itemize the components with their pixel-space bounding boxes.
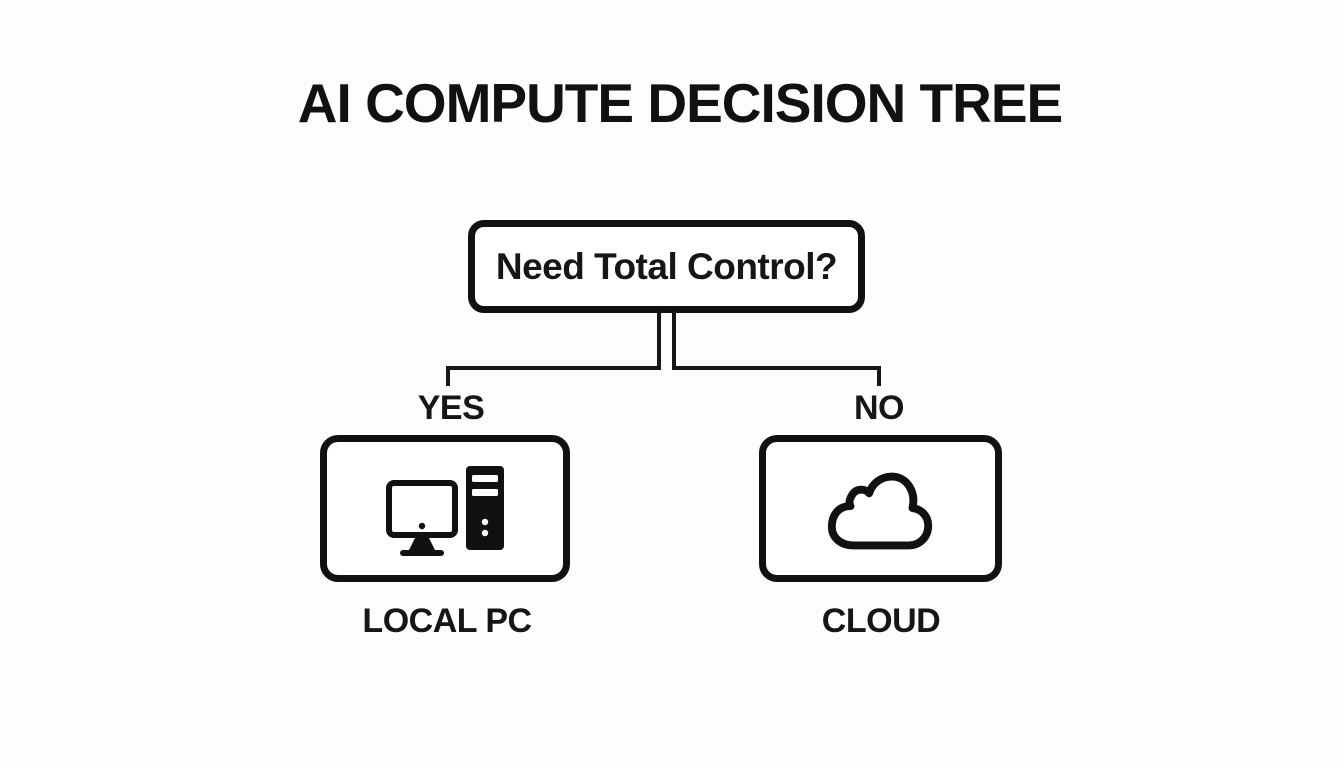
connector-branch-no [672,366,881,370]
cloud-node [759,435,1002,582]
local-pc-label: LOCAL PC [362,602,532,640]
connector-branch-yes [446,366,661,370]
decision-question: Need Total Control? [495,245,838,287]
cloud-label: CLOUD [821,602,941,640]
decision-node: Need Total Control? [468,220,865,313]
branch-label-no: NO [854,389,905,427]
connector-stem-left [657,311,661,370]
desktop-pc-icon [386,465,504,556]
connector-stem-right [672,311,676,370]
diagram-title: AI COMPUTE DECISION TREE [297,72,1063,134]
connector-stub-yes [446,366,450,386]
connector-stub-no [877,366,881,386]
cloud-icon [827,472,932,549]
branch-label-yes: YES [417,389,485,427]
local-pc-node [320,435,570,582]
